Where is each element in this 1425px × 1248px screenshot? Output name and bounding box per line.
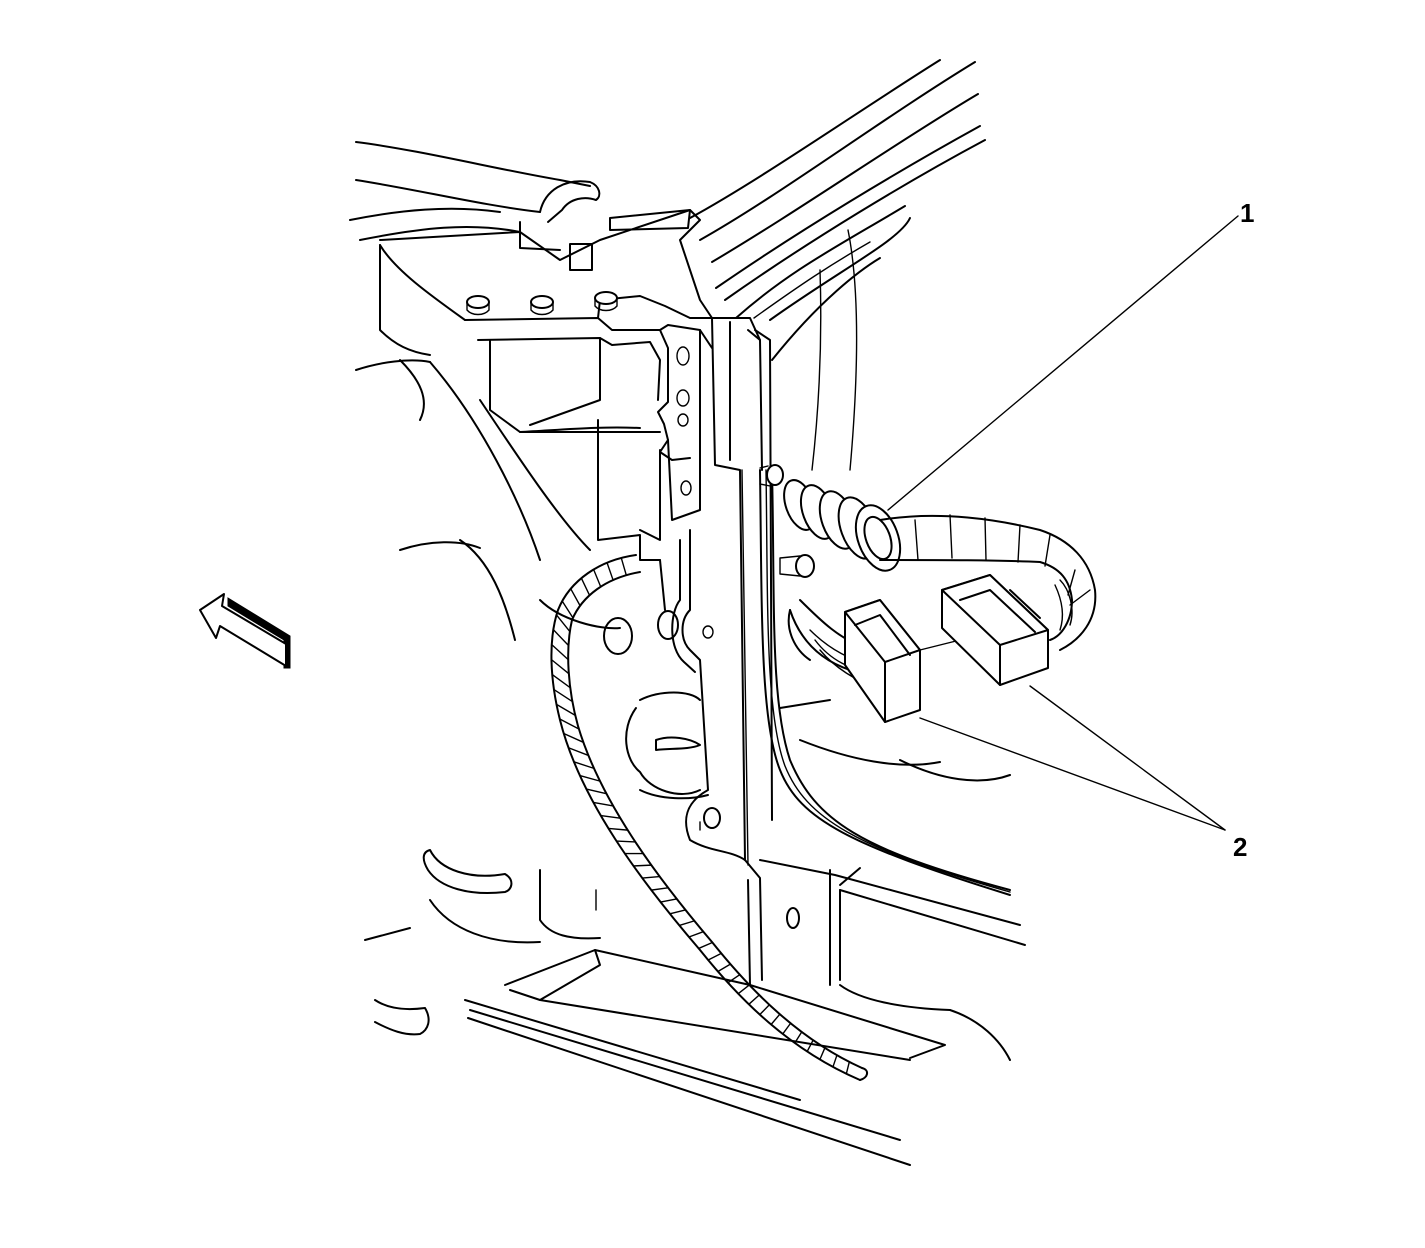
spiral-wrap-rib (669, 909, 687, 915)
spiral-wrap-rib (759, 1004, 771, 1016)
harness-connector-right (941, 574, 1049, 686)
spiral-wrap-rib (620, 557, 627, 576)
spiral-wrap-ribs (550, 557, 851, 1075)
roof-rail (349, 59, 986, 319)
spiral-wrap-rib (570, 588, 581, 607)
spiral-wrap-rib (592, 801, 614, 807)
spiral-wrap-rib (555, 614, 571, 633)
spiral-wrap-rib (845, 1061, 851, 1075)
leader-lines (887, 215, 1239, 831)
spiral-wrap-rib (707, 952, 722, 961)
callout-2-label: 2 (1233, 832, 1247, 862)
spiral-wrap-rib (727, 973, 741, 984)
spiral-wrap-rib (592, 568, 602, 588)
floor-sill (464, 949, 1011, 1166)
spiral-wrap-rib (563, 732, 585, 744)
spiral-wrap-rib (748, 994, 760, 1006)
spiral-wrap-rib (552, 628, 570, 647)
door-opening-frame (769, 217, 911, 471)
spiral-wrap-rib (561, 600, 574, 619)
harness-connector-left (844, 599, 961, 723)
spiral-wrap-rib (770, 1013, 781, 1026)
spiral-wrap-rib (819, 1047, 826, 1061)
harness-grommet (759, 464, 902, 578)
upper-pillar-bracket (379, 209, 761, 521)
spiral-wrap-rib (641, 875, 661, 879)
spiral-wrap-rib (615, 840, 637, 843)
spiral-wrap-rib (737, 984, 751, 995)
spiral-wrap-rib (559, 718, 580, 730)
spiral-wrap-rib (688, 931, 705, 938)
spiral-wrap-rib (600, 814, 622, 819)
spiral-wrap-rib (550, 658, 570, 675)
spiral-wrap-rib (573, 761, 595, 770)
spiral-wrap-rib (678, 920, 696, 927)
spiral-wrap-rib (650, 887, 669, 891)
spiral-wrap-rib (632, 864, 653, 867)
spiral-wrap-rib (555, 703, 576, 717)
callout-1-label: 1 (1240, 198, 1254, 228)
spiral-wrap-rib (806, 1039, 814, 1053)
door-opening-lower (759, 469, 1026, 986)
spiral-wrap-rib (567, 747, 590, 757)
spiral-wrap-rib (580, 577, 591, 596)
spiral-wrap-rib (717, 963, 732, 973)
spiral-wrap-rib (585, 788, 608, 795)
spiral-wrap-rib (794, 1031, 803, 1044)
spiral-wrap-rib (697, 941, 714, 950)
spiral-wrap-rib (607, 827, 629, 831)
spiral-wrap-rib (832, 1054, 838, 1068)
spiral-wrap-rib (551, 643, 569, 661)
spiral-wrap-rib (606, 562, 614, 581)
spiral-wrap-rib (782, 1022, 792, 1035)
spiral-wrap-rib (551, 673, 571, 689)
inner-panel (355, 359, 709, 1036)
view-direction-arrow-icon (199, 593, 291, 669)
spiral-wrap-rib (553, 688, 574, 703)
spiral-wrap-rib (659, 898, 678, 903)
hinge-pillar (671, 317, 773, 986)
harness-conduit-left (550, 554, 868, 1081)
spiral-wrap-rib (579, 774, 601, 782)
